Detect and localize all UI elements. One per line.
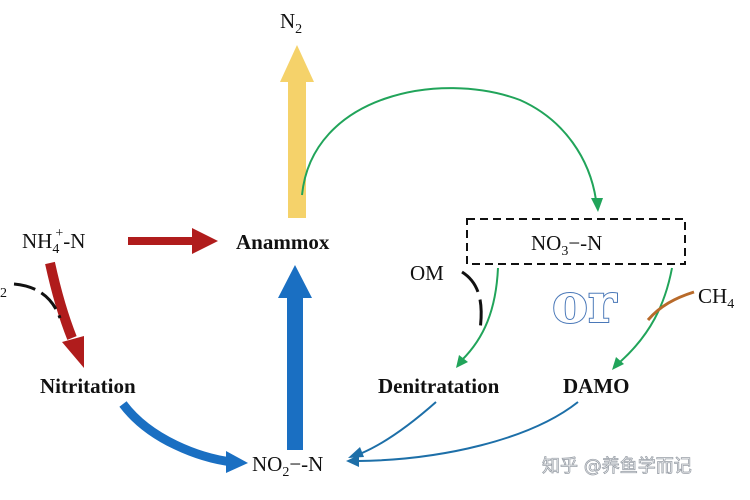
- no2-to-anammox-arrow: [278, 265, 312, 450]
- n2-label: N2: [280, 9, 302, 37]
- no2-label: NO2−-N: [252, 452, 323, 480]
- ch4-input-curve: [646, 290, 695, 321]
- damo-label: DAMO: [563, 374, 630, 398]
- or-word: or: [552, 271, 617, 335]
- nh4-label: NH4+-N: [22, 226, 85, 257]
- o2-input-curve: [13, 282, 62, 319]
- no3-dashed-box: [466, 218, 686, 265]
- anammox-to-no3-arrow: [301, 87, 603, 212]
- anammox-label: Anammox: [236, 230, 330, 254]
- om-input-curve: [461, 270, 483, 331]
- nh4-to-nitritation-arrow: [45, 261, 84, 368]
- anammox-to-n2-arrow: [280, 45, 314, 218]
- damo-to-no2-arrow: [346, 401, 579, 467]
- no3-to-denitratation-arrow: [456, 267, 499, 368]
- nh4-to-anammox-arrow: [128, 228, 218, 254]
- no3-to-damo-arrow: [612, 267, 673, 370]
- ch4-label: CH4: [698, 284, 734, 312]
- nitritation-to-no2-arrow: [119, 401, 248, 473]
- no3-label: NO3−-N: [531, 231, 602, 259]
- watermark: 知乎 @养鱼学而记: [542, 456, 692, 477]
- nitritation-label: Nitritation: [40, 374, 136, 398]
- denitratation-label: Denitratation: [378, 374, 500, 398]
- o2-partial-label: 2: [0, 286, 7, 301]
- om-label: OM: [410, 261, 444, 285]
- denitratation-to-no2-arrow: [348, 401, 437, 458]
